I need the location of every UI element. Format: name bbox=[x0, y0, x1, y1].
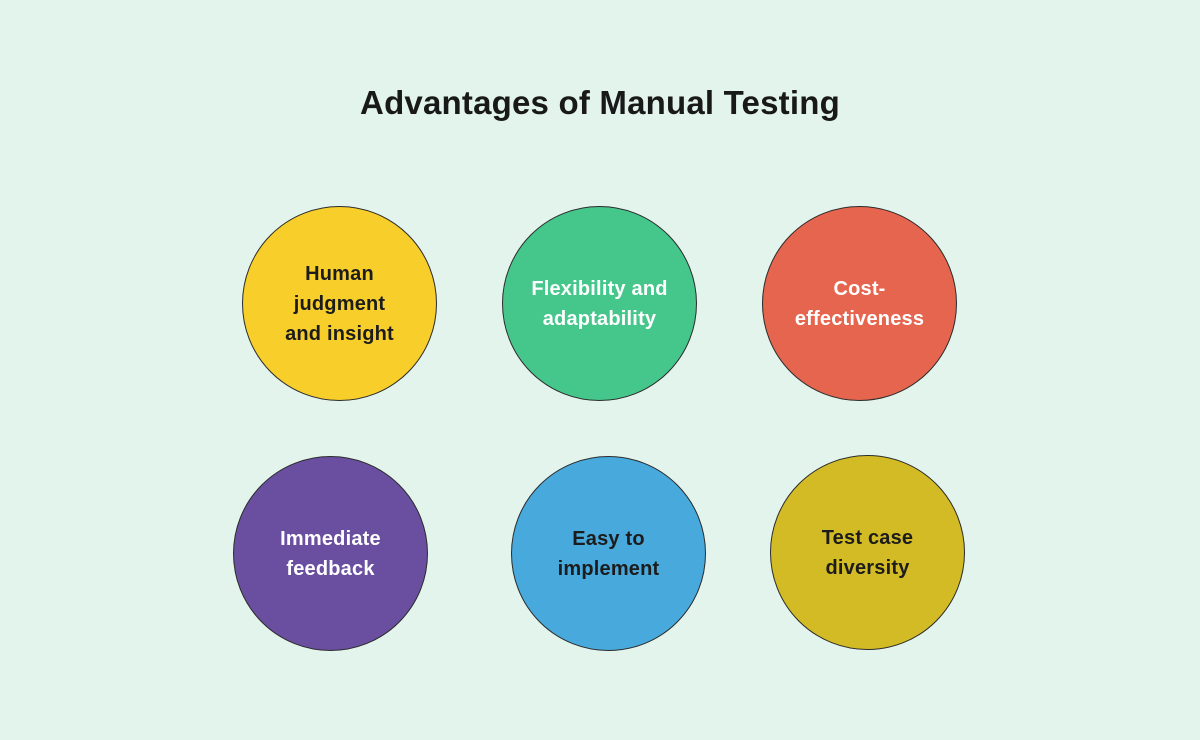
circle-test-case-diversity: Test case diversity bbox=[770, 455, 965, 650]
circle-easy-to-implement: Easy to implement bbox=[511, 456, 706, 651]
page-title: Advantages of Manual Testing bbox=[360, 84, 840, 121]
circle-cost-effectiveness: Cost- effectiveness bbox=[762, 206, 957, 401]
circle-human-judgment-and-insight: Human judgment and insight bbox=[242, 206, 437, 401]
circle-immediate-feedback: Immediate feedback bbox=[233, 456, 428, 651]
circle-flexibility-and-adaptability: Flexibility and adaptability bbox=[502, 206, 697, 401]
